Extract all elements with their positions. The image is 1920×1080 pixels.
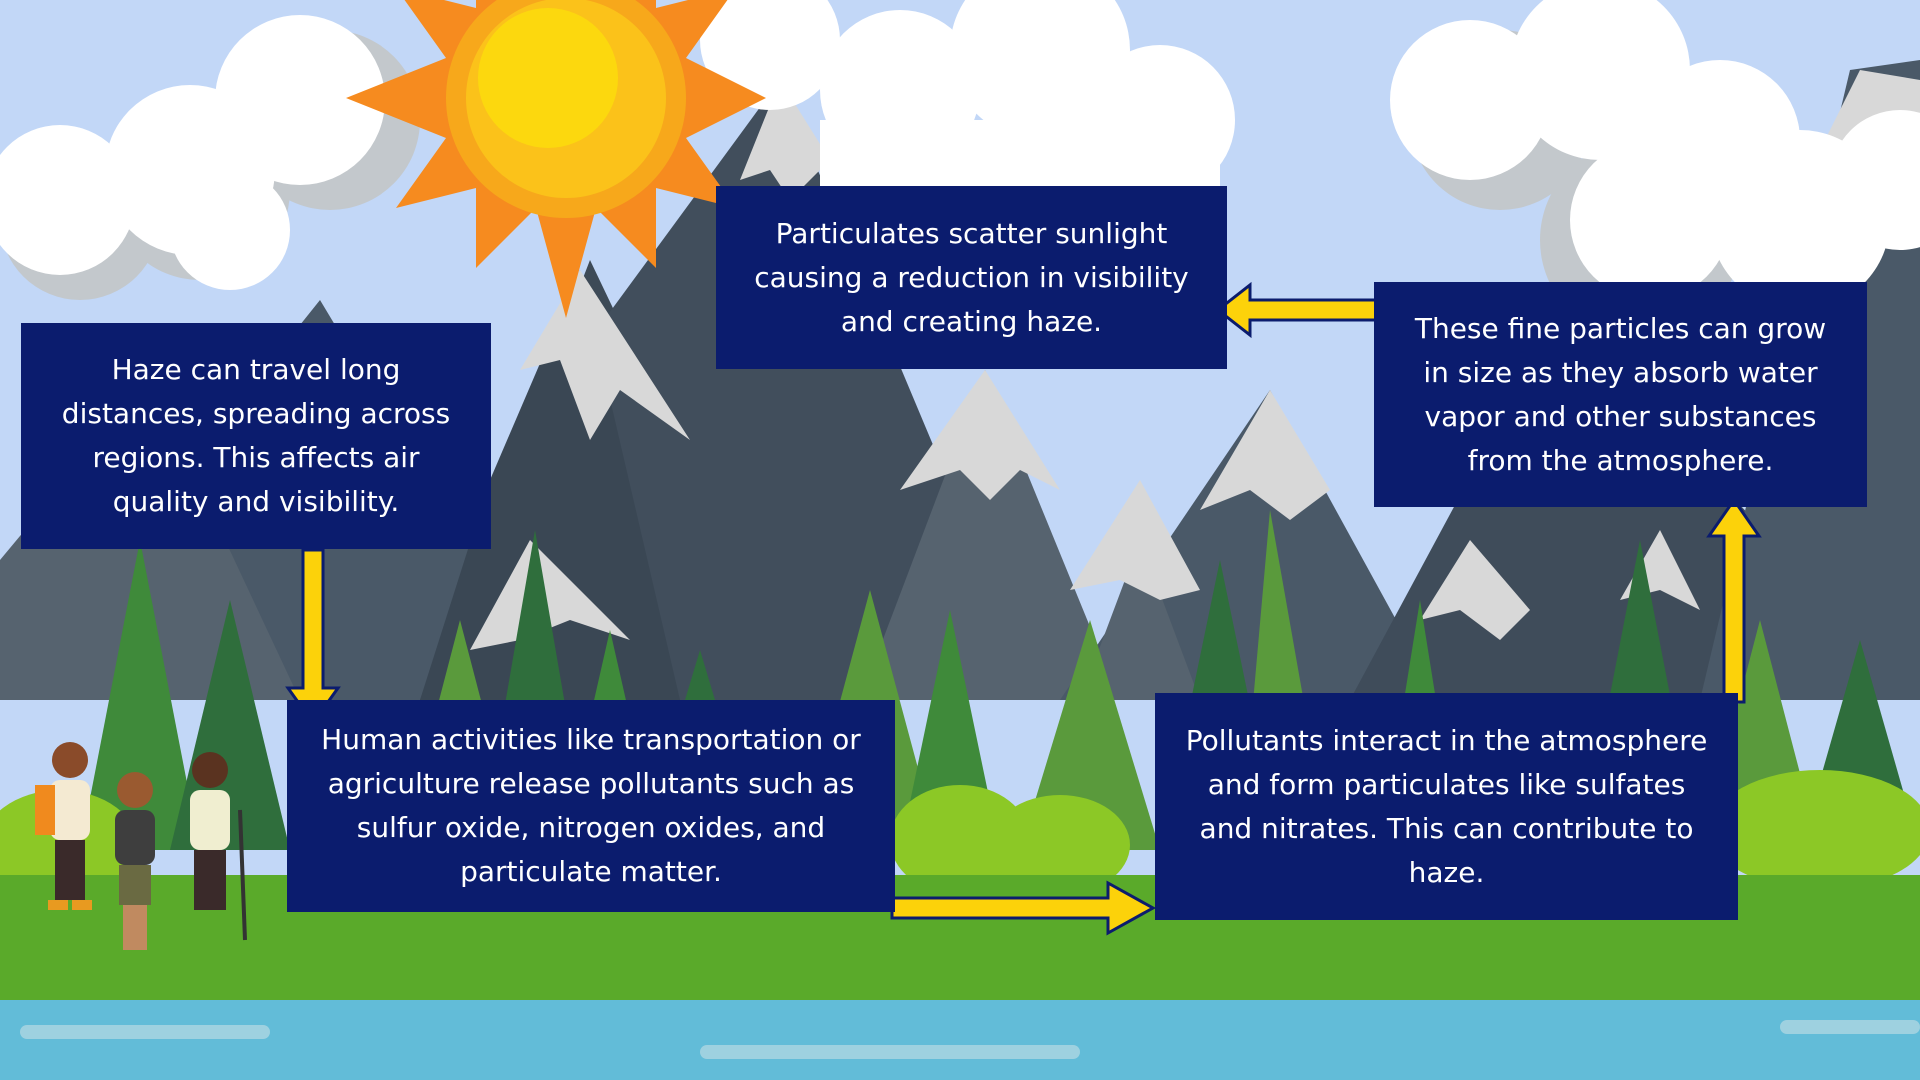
arrow-interact-to-grow — [1706, 497, 1762, 704]
step-grow-text: These fine particles can grow in size as… — [1414, 311, 1827, 477]
water — [0, 1000, 1920, 1080]
clouds — [0, 0, 1920, 340]
arrow-human-to-interact — [890, 880, 1157, 936]
step-human-box: Human activities like transportation or … — [287, 700, 895, 912]
step-travel-box: Haze can travel long distances, spreadin… — [21, 323, 491, 549]
arrow-grow-to-scatter — [1215, 281, 1398, 339]
hikers — [35, 742, 247, 950]
sun — [346, 0, 766, 318]
step-scatter-text: Particulates scatter sunlight causing a … — [754, 216, 1189, 338]
step-interact-box: Pollutants interact in the atmosphere an… — [1155, 693, 1738, 920]
step-travel-text: Haze can travel long distances, spreadin… — [61, 353, 451, 518]
water-ripples — [20, 1020, 1920, 1059]
step-scatter-box: Particulates scatter sunlight causing a … — [716, 186, 1227, 369]
step-grow-box: These fine particles can grow in size as… — [1374, 282, 1867, 507]
step-human-text: Human activities like transportation or … — [321, 723, 861, 888]
step-interact-text: Pollutants interact in the atmosphere an… — [1185, 723, 1708, 889]
